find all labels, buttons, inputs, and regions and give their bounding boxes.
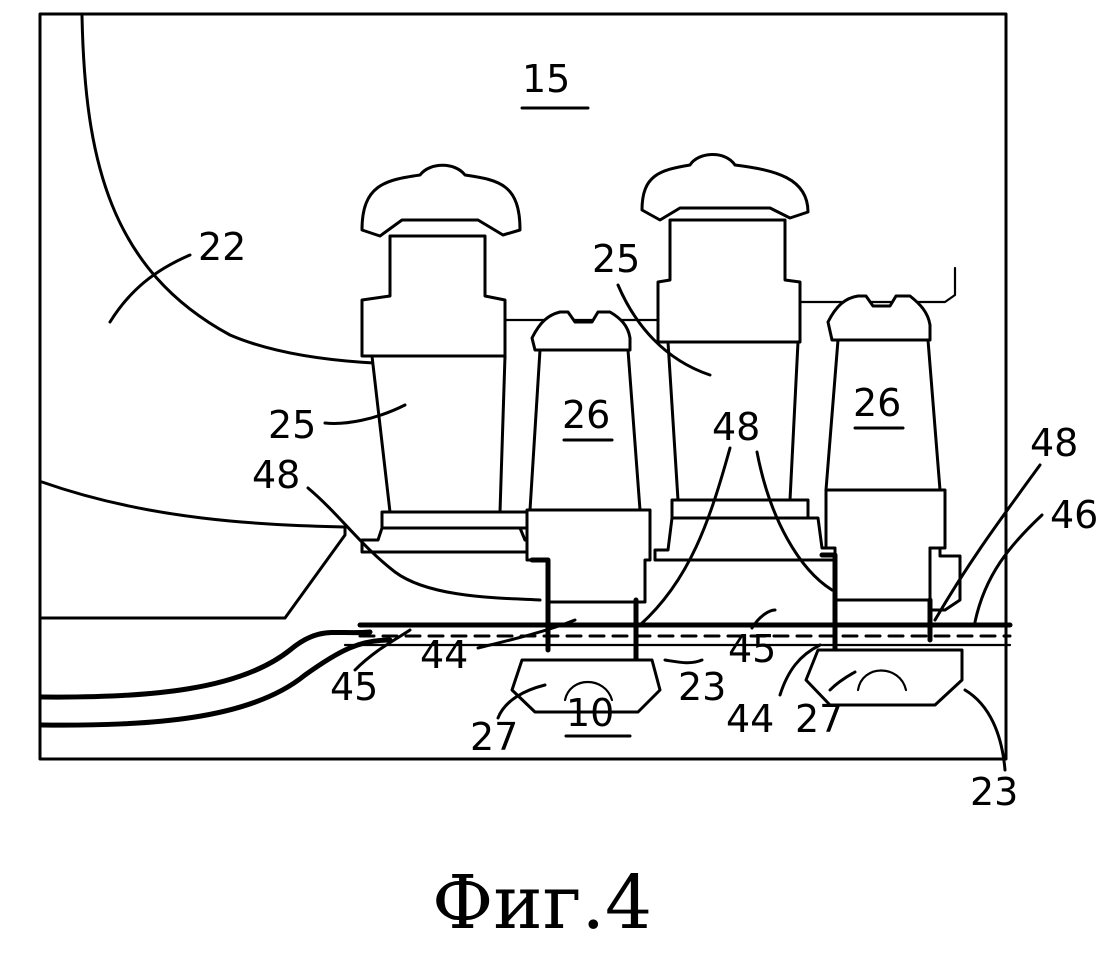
label-48-mid: 48 (712, 405, 760, 449)
leader-22 (110, 255, 190, 322)
label-46: 46 (1050, 493, 1098, 537)
label-44-right: 44 (726, 697, 774, 741)
label-26-left: 26 (562, 393, 610, 437)
blade-25-left (362, 165, 540, 552)
label-27-left: 27 (470, 715, 518, 759)
blade-26-right (826, 296, 960, 610)
leader-23-left (665, 660, 702, 663)
label-45-right: 45 (728, 627, 776, 671)
label-48-left: 48 (252, 453, 300, 497)
label-23-right: 23 (970, 770, 1018, 814)
label-26-right: 26 (853, 381, 901, 425)
housing-contour (42, 482, 345, 618)
label-45-left: 45 (330, 665, 378, 709)
leader-46 (975, 515, 1042, 622)
label-25-left: 25 (268, 403, 316, 447)
label-25-right: 25 (592, 237, 640, 281)
label-15: 15 (522, 57, 570, 101)
figure-caption: Фиг.4 (432, 860, 652, 946)
label-22: 22 (198, 225, 246, 269)
label-27-right: 27 (795, 697, 843, 741)
label-23-left: 23 (678, 665, 726, 709)
label-10: 10 (566, 691, 614, 735)
label-48-right: 48 (1030, 421, 1078, 465)
label-44-left: 44 (420, 633, 468, 677)
